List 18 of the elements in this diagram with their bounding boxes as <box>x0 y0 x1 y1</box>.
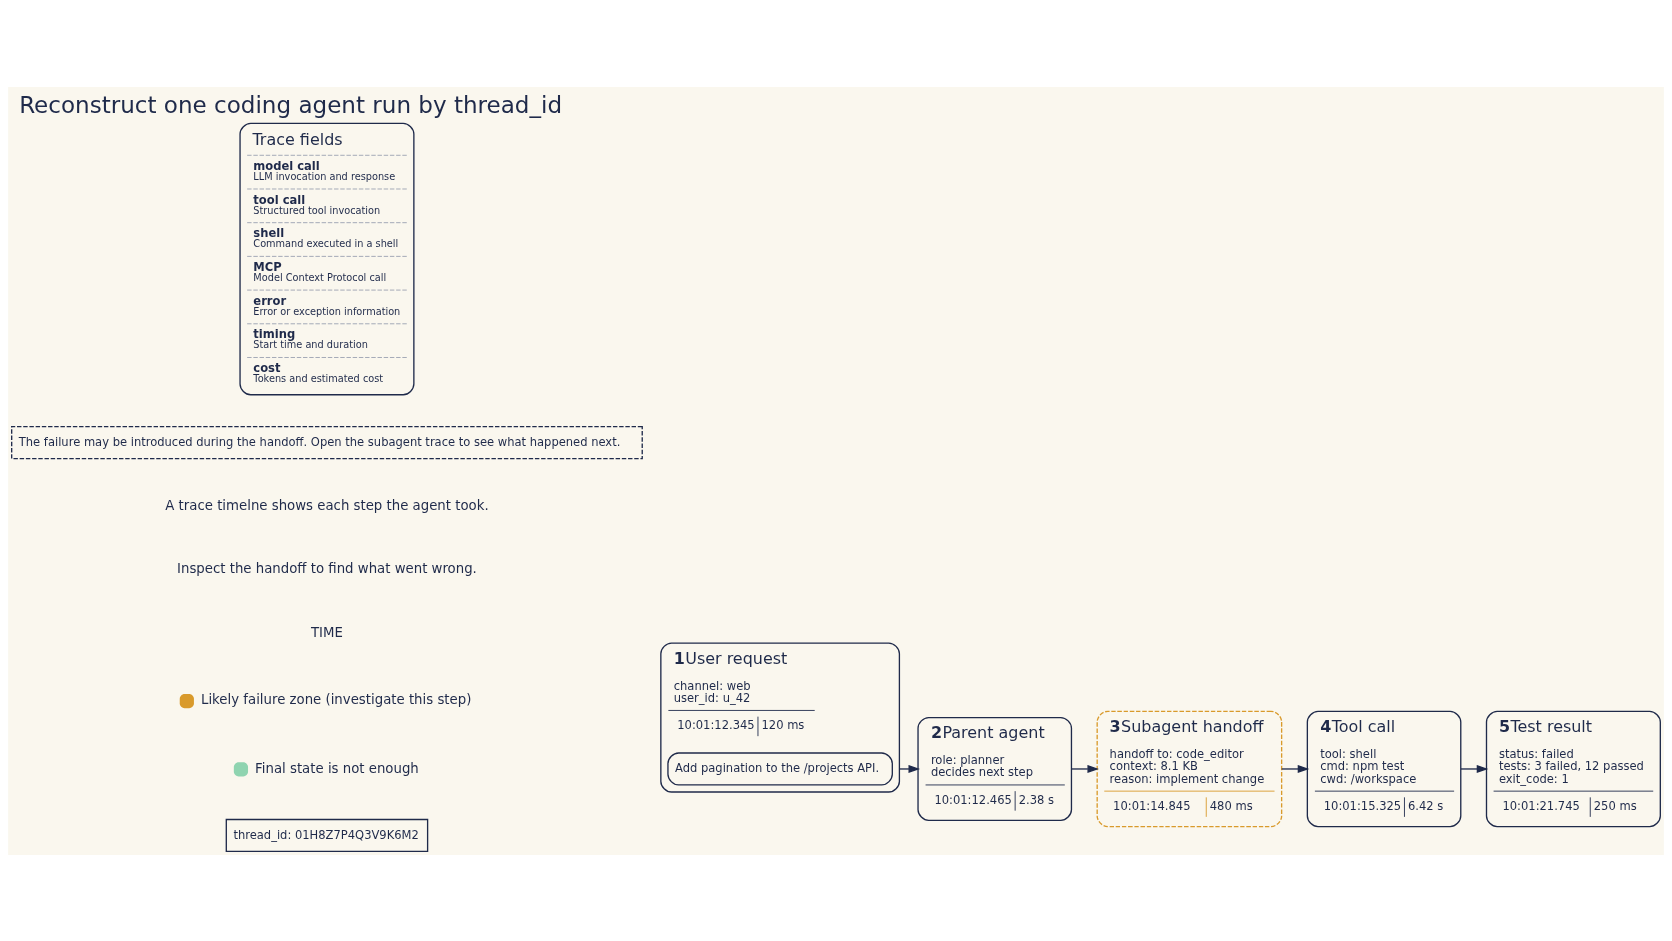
node-box: 3Subagent handoff handoff to: code_editor context: 8.1 KB reason: implement change 10:01:14.845 480 ms <box>1096 710 1283 827</box>
legend-label: Final state is not enough <box>255 760 419 776</box>
diagram-title: Reconstruct one coding agent run by thread_id <box>19 91 563 118</box>
node-box: thread_id: 01H8Z7P4Q3V9K6M2 <box>225 818 429 852</box>
arrow <box>1460 764 1489 773</box>
arrow <box>1070 764 1099 773</box>
node-box: Add pagination to the /projects API. <box>667 751 893 786</box>
node-box: 5Test result status: failed tests: 3 failed, 12 passed exit_code: 1 10:01:21.745 250 ms <box>1485 710 1661 827</box>
label: TIME <box>311 624 343 640</box>
arrow <box>898 764 921 773</box>
label: Inspect the handoff to find what went wrong. <box>177 560 477 576</box>
label: A trace timelne shows each step the agent took. <box>165 497 489 513</box>
node-box: 2Parent agent role: planner decides next step 10:01:12.465 2.38 s <box>917 716 1073 821</box>
node-box: 4Tool call tool: shell cmd: npm test cwd: /workspace 10:01:15.325 6.42 s <box>1306 710 1462 827</box>
legend-label: Likely failure zone (investigate this step) <box>201 691 472 707</box>
node-box: The failure may be introduced during the handoff. Open the subagent trace to see what happened next. <box>11 425 643 459</box>
node-box: Trace fields model call LLM invocation and response tool call Structured tool invocation shell Command executed in a shell MCP Model Context Protocol call error Error or exception information timing Start time and duration cost Tokens and estimated cost <box>239 122 415 395</box>
arrow <box>1281 764 1310 773</box>
